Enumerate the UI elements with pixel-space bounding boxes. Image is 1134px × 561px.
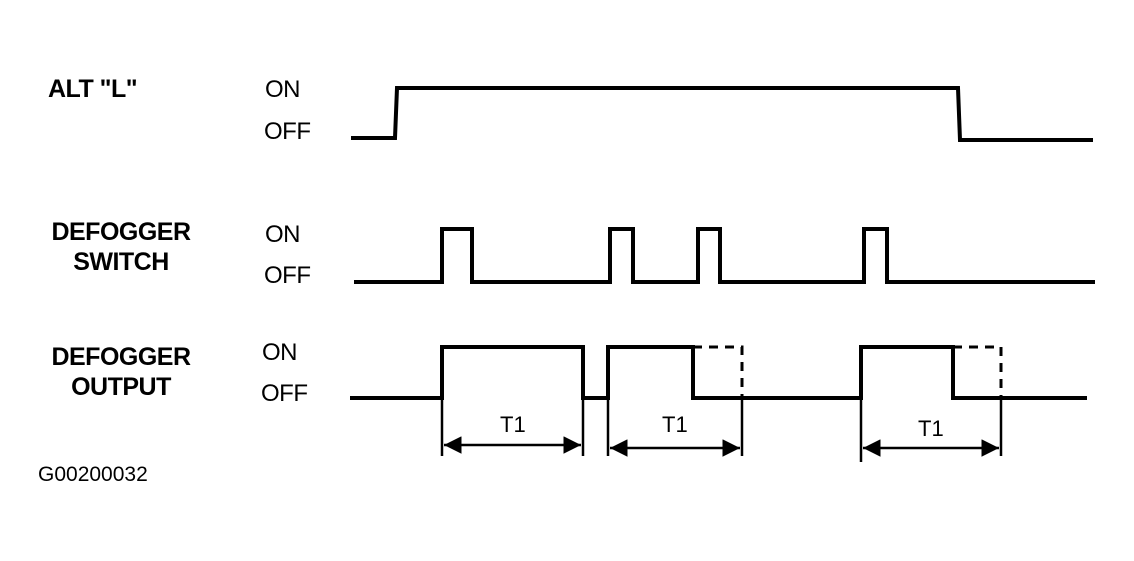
switch-off-label: OFF — [264, 262, 311, 289]
alt-l-off-label: OFF — [264, 118, 311, 145]
t1-label-1: T1 — [500, 412, 526, 437]
defogger-output-waveform — [350, 345, 1087, 400]
alt-l-waveform — [351, 86, 1093, 142]
t1-label-2: T1 — [662, 412, 688, 437]
alt-l-on-label: ON — [265, 76, 301, 103]
defogger-switch-waveform — [354, 227, 1095, 284]
output-off-label: OFF — [261, 380, 308, 407]
output-on-label: ON — [262, 339, 298, 366]
figure-code: G00200032 — [38, 463, 148, 486]
output-dashed-extension-1 — [693, 345, 744, 398]
defogger-output-label: DEFOGGER OUTPUT — [51, 343, 191, 401]
t1-label-3: T1 — [918, 416, 944, 441]
output-dashed-extension-2 — [953, 345, 1003, 398]
defogger-switch-label: DEFOGGER SWITCH — [51, 218, 191, 276]
switch-on-label: ON — [265, 221, 301, 248]
alt-l-label: ALT "L" — [48, 75, 138, 103]
